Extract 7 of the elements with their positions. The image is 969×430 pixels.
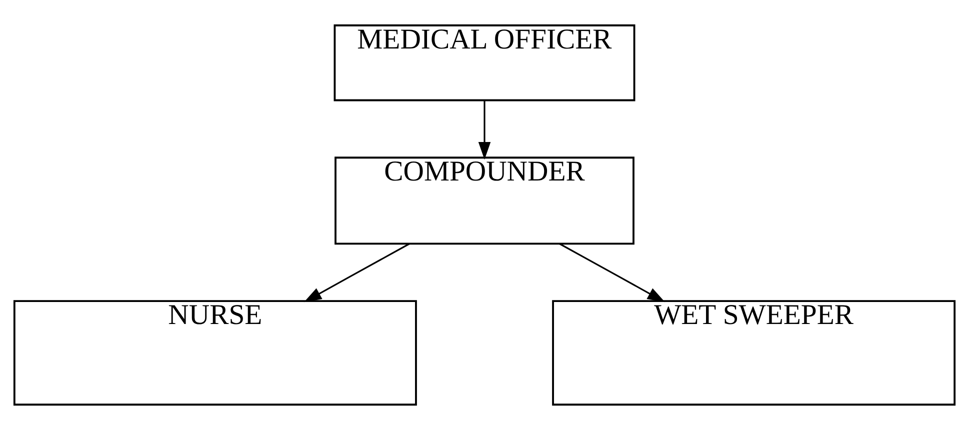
node-box: MEDICAL OFFICER [334,24,636,102]
arrow [304,243,410,302]
node-box: NURSE [13,300,417,406]
node-box: COMPOUNDER [334,156,634,245]
node-box: WET SWEEPER [552,300,956,406]
arrow [478,100,491,160]
arrow [559,243,666,302]
